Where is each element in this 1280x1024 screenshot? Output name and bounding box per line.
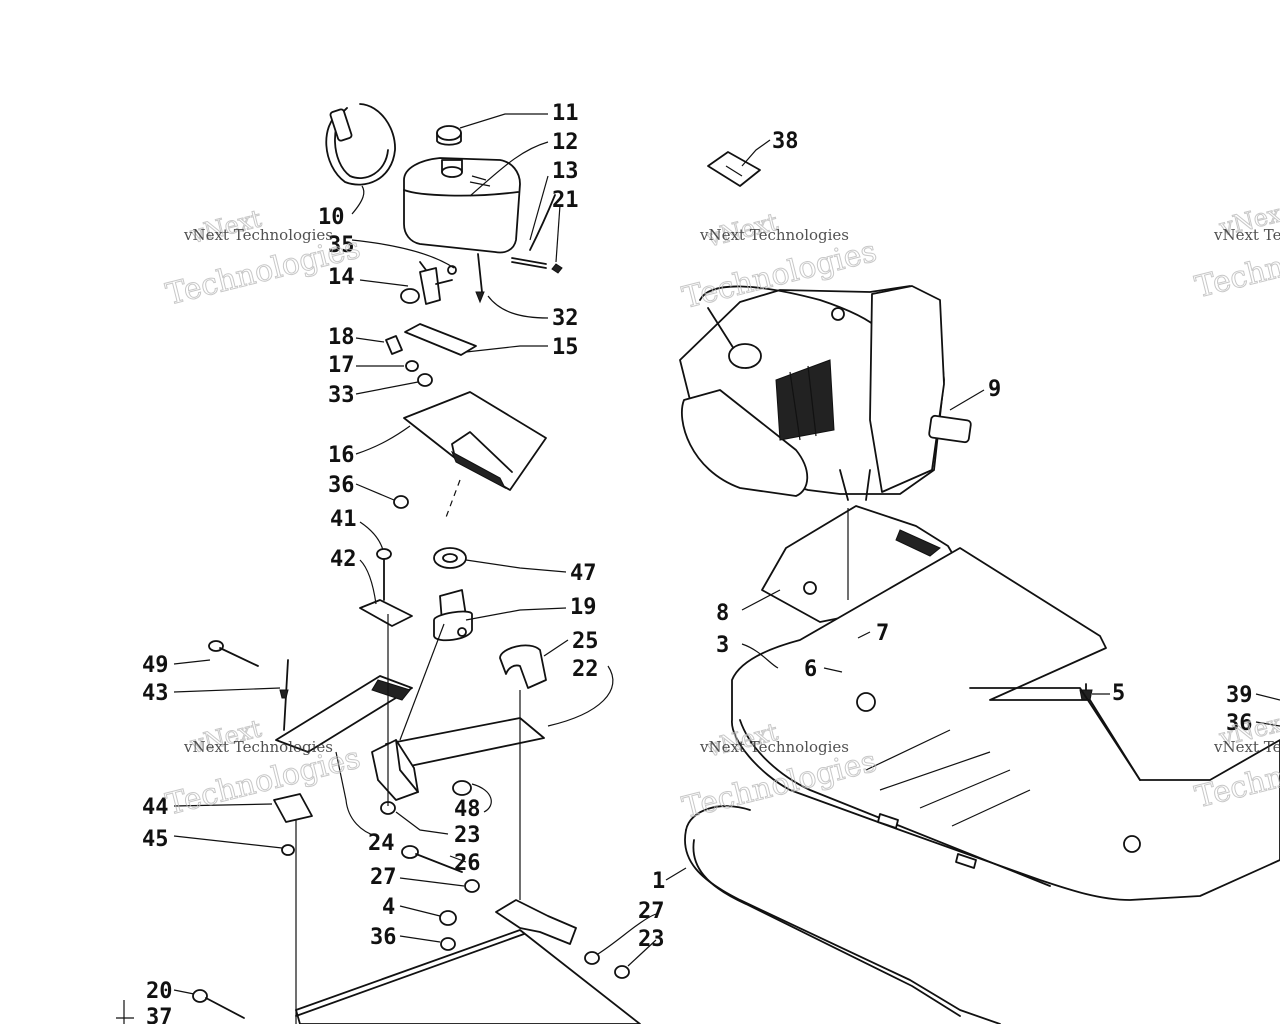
fuel-cap-11: [436, 125, 462, 146]
watermark-caption-mid-center: vNext Technologies: [699, 738, 849, 756]
callout-7: 7: [876, 621, 889, 646]
callout-4: 4: [382, 895, 395, 920]
bolt-41: [376, 548, 392, 601]
callout-23-right: 23: [638, 927, 665, 952]
callout-41: 41: [330, 507, 357, 532]
bolt-26: [401, 845, 463, 873]
callout-39: 39: [1226, 683, 1253, 708]
callout-42: 42: [330, 547, 357, 572]
pin-43: [279, 659, 289, 731]
callout-labels: 11 12 13 21 10 35 14 32 15 18 17 33 16 3…: [142, 101, 1253, 1024]
callout-3: 3: [716, 633, 729, 658]
fuel-filter-32: [475, 253, 485, 304]
nut-23-right: [614, 965, 630, 979]
watermark-caption-mid-right: vNext Technologies: [1213, 738, 1280, 756]
tank-strap-10: [325, 103, 396, 186]
nut-4: [439, 910, 457, 926]
callout-23-left: 23: [454, 823, 481, 848]
callout-36-right: 36: [1226, 711, 1253, 736]
watermark-caption-top-left: vNext Technologies: [183, 226, 333, 244]
callout-14: 14: [328, 265, 355, 290]
callout-16: 16: [328, 443, 355, 468]
assembly-lines: [116, 614, 521, 1024]
bumper-1: [684, 805, 1001, 1024]
callout-25: 25: [572, 629, 599, 654]
plate-42: [359, 599, 413, 627]
watermark-top-left: vNext Technologies: [162, 204, 364, 313]
tank-bracket-16: [403, 391, 547, 521]
callout-17: 17: [328, 353, 355, 378]
callout-9: 9: [988, 377, 1001, 402]
callout-8: 8: [716, 601, 729, 626]
fuel-tank-12: [403, 157, 521, 254]
engine-9: [679, 285, 972, 501]
callout-22: 22: [572, 657, 599, 682]
callout-15: 15: [552, 335, 579, 360]
callout-10: 10: [318, 205, 345, 230]
pad-15: [404, 323, 477, 356]
callout-37: 37: [146, 1005, 173, 1024]
clamp-25: [499, 644, 547, 689]
callout-5: 5: [1112, 681, 1125, 706]
washer-27-left: [464, 879, 480, 893]
decal-38: [707, 151, 761, 187]
washer-33: [417, 373, 433, 387]
callout-21: 21: [552, 188, 579, 213]
callout-11: 11: [552, 101, 579, 126]
fuel-valve-14: [400, 261, 457, 305]
callout-47: 47: [570, 561, 597, 586]
block-44: [273, 793, 313, 823]
callout-45: 45: [142, 827, 169, 852]
callout-43: 43: [142, 681, 169, 706]
watermark-caption-mid-left: vNext Technologies: [183, 738, 333, 756]
callout-12: 12: [552, 130, 579, 155]
chassis-3: [731, 547, 1280, 901]
callout-32: 32: [552, 306, 579, 331]
callout-26: 26: [454, 851, 481, 876]
washer-47: [433, 547, 467, 569]
watermark-caption-top-right: vNext Technologies: [1213, 226, 1280, 244]
arm-22: [371, 717, 545, 801]
callout-44: 44: [142, 795, 169, 820]
nut-45: [281, 844, 295, 856]
leader-lines: [173, 113, 1280, 995]
bolt-49: [208, 640, 259, 667]
callout-36-upper: 36: [328, 473, 355, 498]
callout-27-right: 27: [638, 899, 665, 924]
fuel-line-13: [511, 257, 547, 269]
bolt-18: [385, 335, 403, 355]
callout-35: 35: [328, 233, 355, 258]
frame-rail: [295, 929, 641, 1024]
callout-36-lower: 36: [370, 925, 397, 950]
callout-19: 19: [570, 595, 597, 620]
engine-plate-8: [761, 505, 963, 623]
washer-27-right: [584, 951, 600, 965]
callout-1: 1: [652, 869, 665, 894]
crossmember-24: [275, 675, 413, 753]
nut-48: [452, 780, 472, 796]
washer-36-lower: [440, 937, 456, 951]
watermark-caption-top-center: vNext Technologies: [699, 226, 849, 244]
callout-38: 38: [772, 129, 799, 154]
washer-17: [405, 360, 419, 372]
callout-18: 18: [328, 325, 355, 350]
bolt-20: [192, 989, 245, 1019]
bushing-19: [433, 589, 473, 642]
callout-27-left: 27: [370, 865, 397, 890]
callout-20: 20: [146, 979, 173, 1004]
callout-33: 33: [328, 383, 355, 408]
callout-48: 48: [454, 797, 481, 822]
callout-49: 49: [142, 653, 169, 678]
bracket-lower: [495, 899, 577, 945]
nut-36-upper: [393, 495, 409, 509]
callout-24: 24: [368, 831, 395, 856]
callout-6: 6: [804, 657, 817, 682]
callout-13: 13: [552, 159, 579, 184]
fuel-line-21: [529, 194, 563, 274]
